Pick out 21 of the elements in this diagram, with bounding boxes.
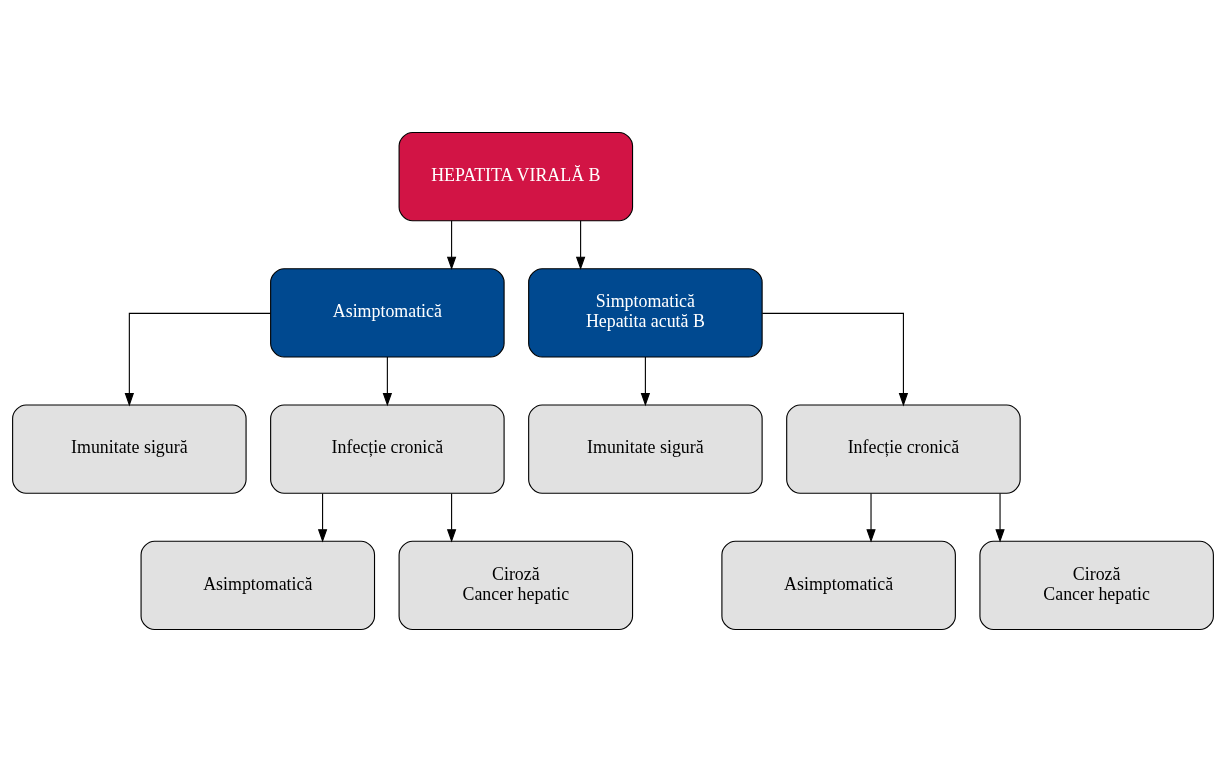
node-box: Ciroză Cancer hepatic — [398, 540, 634, 630]
node-box: Asimptomatică — [140, 540, 376, 630]
node-box: Simptomatică Hepatita acută B — [528, 267, 763, 358]
node-box: Infecție cronică — [786, 403, 1021, 494]
arrow — [124, 312, 271, 406]
arrow — [575, 219, 586, 270]
node-box: Asimptomatică — [721, 540, 956, 630]
arrow — [866, 492, 876, 543]
arrow — [640, 356, 651, 406]
arrow — [317, 492, 328, 543]
arrow — [761, 312, 909, 406]
arrow — [382, 356, 393, 406]
arrow — [446, 492, 457, 543]
node-box: Imunitate sigură — [528, 403, 763, 494]
node-box: HEPATITA VIRALĂ B — [398, 131, 634, 221]
node-box: Infecție cronică — [270, 403, 505, 494]
arrow — [446, 219, 457, 270]
node-box: Imunitate sigură — [12, 403, 247, 494]
arrow — [995, 492, 1005, 543]
node-box: Asimptomatică — [270, 267, 505, 358]
node-box: Ciroză Cancer hepatic — [979, 540, 1214, 630]
